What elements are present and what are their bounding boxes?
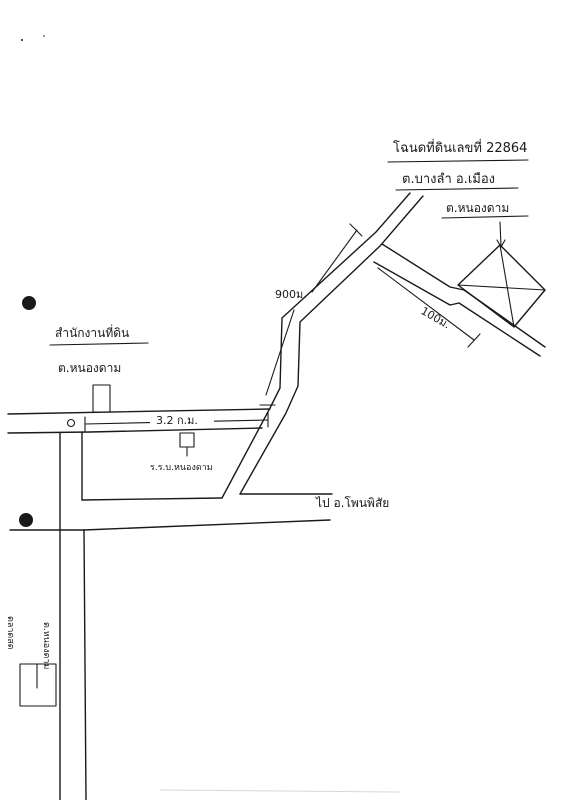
market-marker bbox=[19, 663, 57, 707]
land-parcel-arrow bbox=[496, 221, 506, 248]
distance-line-900-upper bbox=[311, 229, 358, 293]
distance-line-100 bbox=[377, 267, 475, 341]
land-parcel-label: ต.หนองดาม bbox=[446, 201, 509, 215]
punch-hole-top bbox=[22, 296, 36, 310]
main-road-edge-bottom bbox=[7, 431, 91, 434]
distance-tick-100-end bbox=[467, 333, 481, 348]
title-underline bbox=[387, 159, 529, 163]
distance-100-label: 100ม. bbox=[419, 304, 453, 331]
map-title: โฉนดที่ดินเลขที่ 22864 bbox=[393, 139, 527, 156]
land-office-label: สำนักงานที่ดิน bbox=[55, 324, 129, 340]
scan-speck bbox=[43, 35, 45, 37]
punch-hole-bottom bbox=[19, 513, 33, 527]
lower-road-edge-top bbox=[81, 497, 223, 501]
road-start-circle bbox=[66, 418, 76, 428]
map-subtitle: ต.บางลำ อ.เมือง bbox=[402, 171, 495, 187]
distance-label-bg bbox=[150, 412, 214, 427]
distance-900-label: 900ม. bbox=[275, 288, 307, 301]
distance-line-900 bbox=[265, 309, 295, 396]
land-office-marker bbox=[92, 384, 111, 413]
branch-road-edge-bottom bbox=[373, 261, 541, 357]
distance-tick-900-top bbox=[349, 223, 363, 237]
school-marker bbox=[179, 432, 195, 448]
scan-speck bbox=[21, 39, 23, 41]
school-label: ร.ร.บ.หนองดาม bbox=[150, 463, 213, 473]
winding-road-edge-right bbox=[239, 195, 424, 495]
branch-road-edge-top bbox=[381, 243, 546, 348]
main-road-edge-bottom-right bbox=[89, 427, 263, 433]
road-to-label: ไป อ.โพนพิสัย bbox=[315, 496, 389, 510]
left-road-edge-right-lower bbox=[83, 529, 87, 800]
winding-road-edge-left bbox=[221, 192, 411, 499]
land-parcel-diagonal-a bbox=[499, 244, 515, 328]
market-label: ตลาดสด bbox=[5, 616, 15, 650]
subtitle-underline bbox=[395, 187, 519, 191]
main-road-edge-top bbox=[7, 408, 271, 415]
scan-mark-bottom bbox=[159, 789, 401, 793]
distance-main-label: 3.2 ก.ม. bbox=[156, 414, 198, 427]
land-parcel-diagonal-b bbox=[457, 284, 546, 291]
lower-road-edge-bottom-right bbox=[83, 519, 331, 531]
land-parcel-label-underline bbox=[441, 215, 529, 219]
land-office-underline bbox=[49, 342, 149, 346]
land-office-sub-label: ต.หนองดาม bbox=[58, 361, 121, 375]
market-sub-label: ต.หนองดาม bbox=[41, 622, 51, 669]
